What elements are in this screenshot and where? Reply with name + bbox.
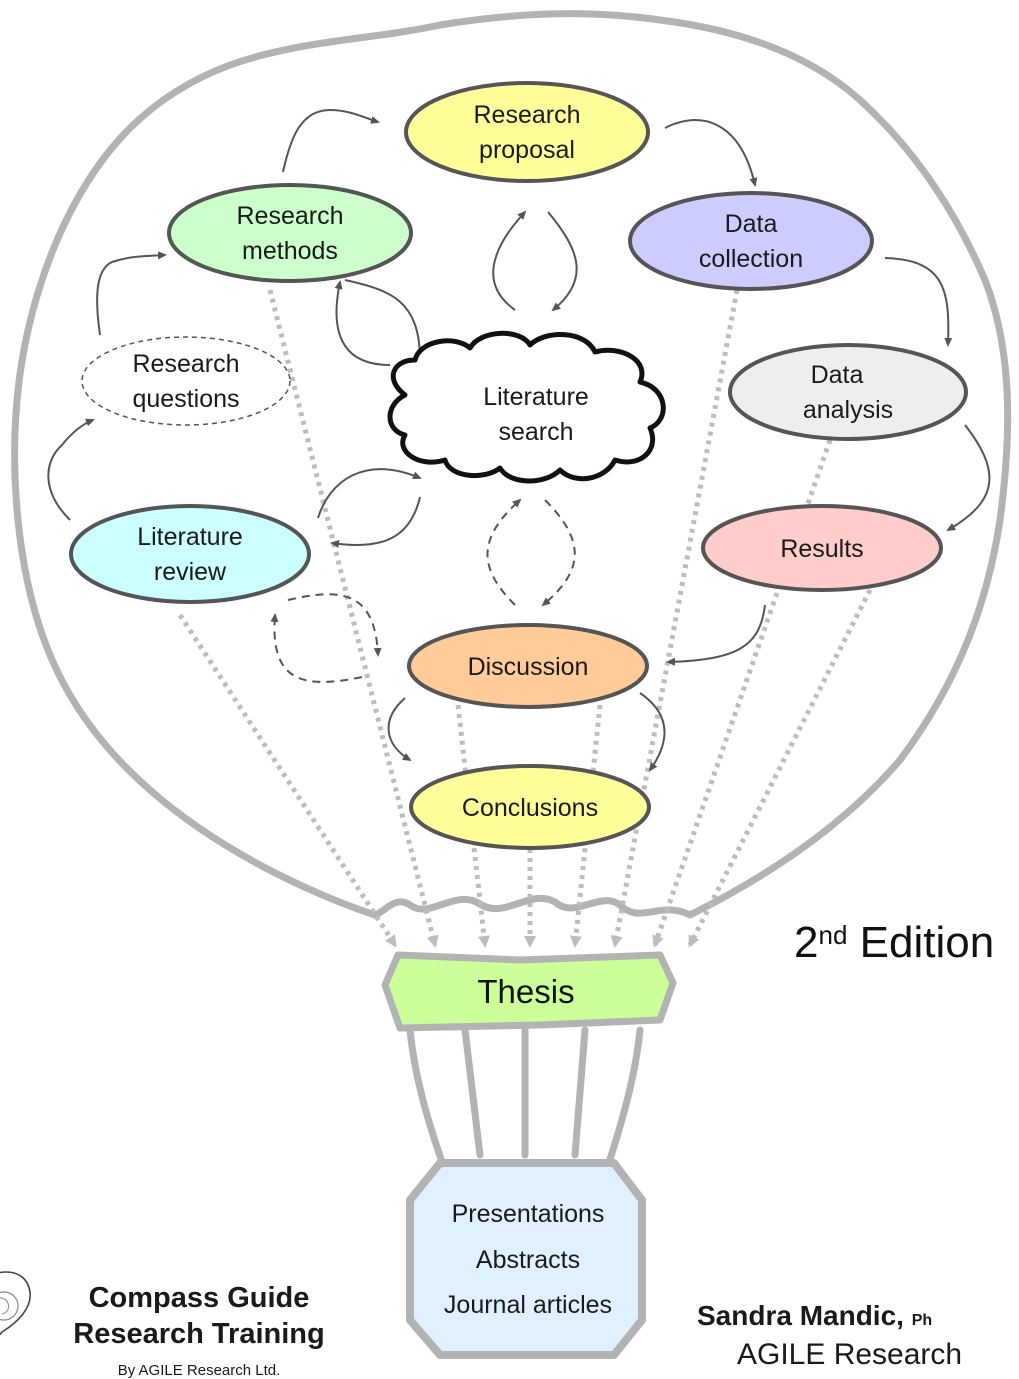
author-org: AGILE Research [737,1338,963,1371]
brand-block: Compass Guide Research Training By AGILE… [58,1280,340,1379]
thesis-label: Thesis [477,973,574,1010]
output-item: Journal articles [444,1291,612,1319]
brand-byline: By AGILE Research Ltd. [117,1362,281,1379]
node-label: Conclusions [462,794,598,822]
output-item: Presentations [452,1200,605,1228]
outputs-basket: Presentations Abstracts Journal articles [406,1159,646,1359]
node-label: Results [780,535,863,563]
node-conclusions: Conclusions [409,764,651,850]
brand-line-2: Research Training [73,1318,325,1350]
balloon-envelope [11,10,1012,919]
node-discussion: Discussion [407,623,649,709]
author-name: Sandra Mandic, [697,1300,912,1331]
edition-label: 2nd Edition [794,918,995,967]
flow-arrows [47,108,991,772]
author-block: Sandra Mandic, Ph AGILE Research [697,1300,962,1372]
thesis-band: Thesis [381,951,677,1032]
node-label: Discussion [468,653,589,681]
compass-head-logo [0,1271,31,1336]
node-results: Results [701,504,943,592]
author-degree: Ph [911,1312,933,1329]
dashed-arrows [270,498,576,683]
brand-line-1: Compass Guide [88,1282,310,1314]
basket-ropes [406,1026,644,1194]
output-item: Abstracts [476,1246,580,1274]
